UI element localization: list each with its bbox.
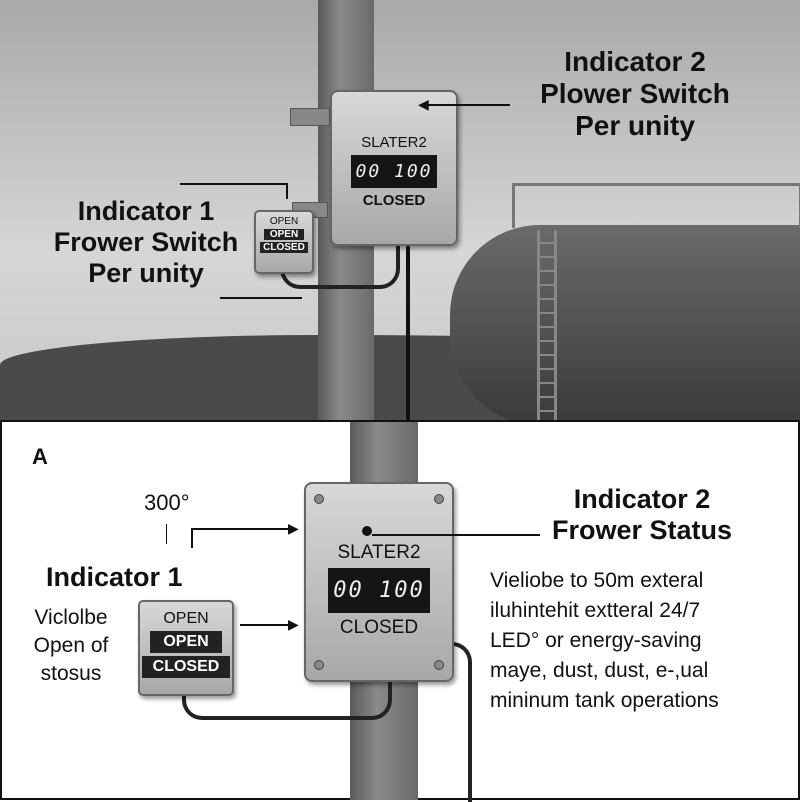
arrow-icon: ▶ <box>288 616 299 632</box>
open-label: OPEN <box>163 610 209 627</box>
screw-icon <box>314 660 324 670</box>
mount-bracket <box>290 108 330 126</box>
open-button[interactable]: OPEN <box>150 631 222 653</box>
desc-line: Vieliobe to 50m exteral <box>490 569 704 592</box>
bottom-diagram-panel: A 300° ▶ ▶ SLATER2 00 100 CLOSED OPEN OP… <box>0 420 800 802</box>
angle-label: 300° <box>144 490 190 515</box>
status-text: CLOSED <box>339 617 419 638</box>
cable <box>182 680 392 720</box>
desc-line: stosus <box>40 662 102 685</box>
indicator2-box: SLATER2 00 100 CLOSED <box>304 482 454 682</box>
cable <box>406 245 410 420</box>
pointer-line <box>286 183 288 199</box>
device-name: SLATER2 <box>361 134 427 151</box>
arrow-icon: ▶ <box>288 520 299 536</box>
arrow-icon: ◀ <box>418 96 429 112</box>
panel-letter: A <box>32 444 48 469</box>
pointer-line <box>180 183 286 185</box>
pointer-line <box>191 528 193 548</box>
desc-line: Open of <box>33 634 109 657</box>
desc-line: Viclolbe <box>34 606 108 629</box>
title: Indicator 1 <box>77 196 215 226</box>
top-scene-panel: SLATER2 00 100 CLOSED OPEN OPEN CLOSED I… <box>0 0 800 420</box>
storage-tank <box>450 225 800 420</box>
indicator2-label: Indicator 2 Plower Switch Per unity <box>520 46 750 143</box>
open-button[interactable]: OPEN <box>264 229 304 240</box>
tank-ladder <box>537 230 557 420</box>
cable <box>448 642 472 802</box>
pointer-line <box>428 104 510 106</box>
indicator-dot <box>362 526 372 536</box>
closed-button[interactable]: CLOSED <box>142 656 230 678</box>
desc-line: mininum tank operations <box>490 689 719 712</box>
indicator2-label: Indicator 2 Frower Status <box>542 484 742 546</box>
indicator1-box: OPEN OPEN CLOSED <box>254 210 314 274</box>
desc-line: maye, dust, dust, e-,ual <box>490 659 709 682</box>
subtitle-2: Per unity <box>88 258 204 289</box>
subtitle-2: Per unity <box>575 110 695 142</box>
indicator2-box: SLATER2 00 100 CLOSED <box>330 90 458 246</box>
status-text: CLOSED <box>362 192 426 209</box>
indicator1-label: Indicator 1 Frower Switch Per unity <box>40 196 252 289</box>
pointer-line <box>191 528 291 530</box>
desc-line: iluhintehit extteral 24/7 <box>490 599 701 622</box>
pointer-line <box>220 297 302 299</box>
indicator1-title: Indicator 1 <box>46 562 183 592</box>
screw-icon <box>434 660 444 670</box>
subtitle: Frower Status <box>551 515 733 546</box>
pointer-line <box>240 624 292 626</box>
screw-icon <box>314 494 324 504</box>
pointer-line <box>372 534 540 536</box>
subtitle: Frower Switch <box>53 227 239 258</box>
indicator1-box: OPEN OPEN CLOSED <box>138 600 234 696</box>
desc-line: LED° or energy-saving <box>490 629 702 652</box>
screw-icon <box>434 494 444 504</box>
indicator2-description: Vieliobe to 50m exteral iluhintehit extt… <box>490 566 719 716</box>
tank-railing <box>512 183 800 228</box>
digital-display: 00 100 <box>328 568 430 613</box>
title: Indicator 2 <box>573 484 711 514</box>
closed-button[interactable]: CLOSED <box>260 242 308 253</box>
digital-display: 00 100 <box>351 155 437 188</box>
title: Indicator 2 <box>564 46 706 77</box>
device-name: SLATER2 <box>337 542 421 563</box>
subtitle: Plower Switch <box>540 78 730 110</box>
tick-line <box>166 524 167 544</box>
open-label: OPEN <box>269 216 299 227</box>
indicator1-description: Viclolbe Open of stosus <box>16 604 126 688</box>
